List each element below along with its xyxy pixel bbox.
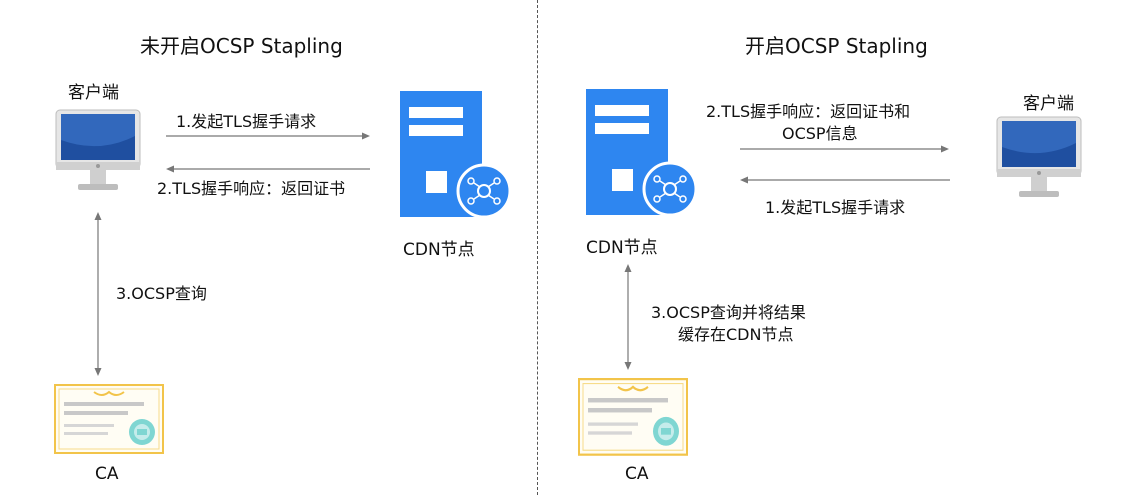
right-client-label: 客户端 xyxy=(1023,94,1074,114)
certificate-icon xyxy=(54,384,164,454)
right-response-arrow xyxy=(740,145,949,153)
server-network-icon xyxy=(400,91,512,219)
certificate-icon xyxy=(578,378,688,456)
left-ocsp-arrow xyxy=(94,212,102,376)
panel-divider xyxy=(537,0,538,495)
right-step3-line1: 3.OCSP查询并将结果 xyxy=(651,303,806,322)
server-network-icon xyxy=(586,89,698,217)
right-server-label: CDN节点 xyxy=(586,238,658,258)
right-step2-label: 2.TLS握手响应：返回证书和 OCSP信息 xyxy=(706,101,910,145)
right-step2-line1: 2.TLS握手响应：返回证书和 xyxy=(706,102,911,121)
left-step1-label: 1.发起TLS握手请求 xyxy=(176,112,317,131)
right-step2-line2: OCSP信息 xyxy=(782,124,858,143)
right-ca-label: CA xyxy=(625,464,649,484)
computer-monitor-icon xyxy=(55,109,141,190)
right-request-arrow xyxy=(740,176,950,184)
left-request-arrow xyxy=(166,132,370,140)
right-panel-title: 开启OCSP Stapling xyxy=(745,34,928,58)
right-step3-label: 3.OCSP查询并将结果 缓存在CDN节点 xyxy=(651,302,806,346)
left-client-label: 客户端 xyxy=(68,83,119,103)
left-response-arrow xyxy=(166,165,370,173)
left-step2-label: 2.TLS握手响应：返回证书 xyxy=(157,179,346,198)
left-server-label: CDN节点 xyxy=(403,240,475,260)
left-step3-label: 3.OCSP查询 xyxy=(116,284,207,303)
left-panel-title: 未开启OCSP Stapling xyxy=(140,34,343,58)
right-step3-line2: 缓存在CDN节点 xyxy=(678,325,794,344)
right-ocsp-arrow xyxy=(624,264,632,370)
computer-monitor-icon xyxy=(996,116,1082,197)
left-ca-label: CA xyxy=(95,464,119,484)
right-step1-label: 1.发起TLS握手请求 xyxy=(765,198,906,217)
